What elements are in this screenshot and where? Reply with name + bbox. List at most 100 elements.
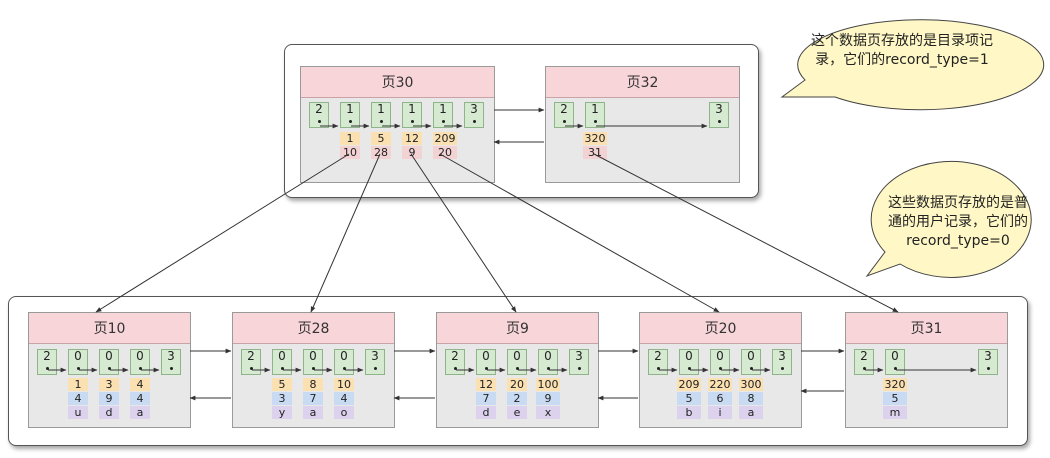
next-record-pointer: [718, 120, 721, 123]
page-number-cell: 9: [402, 146, 422, 159]
page-number-cell: 20: [433, 146, 457, 159]
callout-line: 这些数据页存放的是普: [888, 195, 1028, 211]
next-record-pointer: [578, 367, 581, 370]
record-header: 0: [747, 349, 755, 363]
record-header: 0: [513, 349, 521, 363]
column-value-cell: 4: [130, 392, 150, 405]
next-record-pointer: [343, 367, 346, 370]
page-title: 页9: [437, 313, 598, 344]
record-header: 2: [247, 349, 255, 363]
column-value-cell: 5: [883, 392, 907, 405]
directory-record: 1: [371, 102, 391, 128]
next-record-pointer: [250, 367, 253, 370]
column-value-cell: 7: [476, 392, 496, 405]
next-record-pointer: [547, 367, 550, 370]
next-record-pointer: [281, 367, 284, 370]
page-number-cell: 31: [583, 146, 607, 159]
column-value-cell: 8: [303, 378, 323, 391]
next-record-pointer: [380, 120, 383, 123]
column-value-cell: 6: [708, 392, 732, 405]
record-supremum: 3: [569, 349, 589, 375]
column-value-cell: 12: [476, 378, 496, 391]
record-header: 1: [408, 102, 416, 116]
record-header: 0: [309, 349, 317, 363]
column-value-cell: b: [677, 406, 701, 419]
callout-line: record_type=0: [906, 233, 1010, 249]
record-infimum: 2: [554, 102, 574, 128]
next-record-pointer: [781, 367, 784, 370]
next-record-pointer: [750, 367, 753, 370]
record-supremum: 3: [978, 349, 998, 375]
record-header: 0: [716, 349, 724, 363]
user-record: 0: [303, 349, 323, 375]
user-record: 0: [476, 349, 496, 375]
record-header: 0: [340, 349, 348, 363]
next-record-pointer: [139, 367, 142, 370]
record-header: 3: [984, 349, 992, 363]
callout-line: 这个数据页存放的是目录项记: [811, 33, 993, 49]
column-value-cell: 1: [68, 378, 88, 391]
column-value-cell: 5: [272, 378, 292, 391]
column-value-cell: 4: [68, 392, 88, 405]
user-record: 0: [538, 349, 558, 375]
record-header: 3: [470, 102, 478, 116]
record-header: 3: [575, 349, 583, 363]
user-record: 0: [885, 349, 905, 375]
callout-text-directory: 这个数据页存放的是目录项记 录，它们的record_type=1: [786, 32, 1018, 70]
page-number-cell: 28: [371, 146, 391, 159]
user-record: 0: [710, 349, 730, 375]
next-record-pointer: [657, 367, 660, 370]
callout-line: 录，它们的record_type=1: [815, 52, 989, 68]
min-key-cell: 1: [340, 132, 360, 145]
callout-text-leaf: 这些数据页存放的是普 通的用户记录，它们的 record_type=0: [868, 194, 1048, 251]
record-infimum: 2: [241, 349, 261, 375]
record-header: 2: [860, 349, 868, 363]
column-value-cell: d: [99, 406, 119, 419]
column-value-cell: a: [303, 406, 323, 419]
record-infimum: 2: [37, 349, 57, 375]
column-value-cell: 320: [883, 378, 907, 391]
column-value-cell: m: [883, 406, 907, 419]
user-record: 0: [741, 349, 761, 375]
next-record-pointer: [170, 367, 173, 370]
column-value-cell: x: [536, 406, 560, 419]
user-record: 0: [679, 349, 699, 375]
next-record-pointer: [318, 120, 321, 123]
next-record-pointer: [312, 367, 315, 370]
page-title: 页28: [233, 313, 394, 344]
record-header: 0: [74, 349, 82, 363]
column-value-cell: 8: [739, 392, 763, 405]
column-value-cell: 4: [334, 392, 354, 405]
column-value-cell: 20: [507, 378, 527, 391]
callout-line: 通的用户记录，它们的: [888, 214, 1028, 230]
column-value-cell: 220: [708, 378, 732, 391]
record-header: 0: [685, 349, 693, 363]
next-record-pointer: [688, 367, 691, 370]
column-value-cell: 9: [536, 392, 560, 405]
record-header: 0: [278, 349, 286, 363]
page-title: 页31: [846, 313, 1007, 344]
page-title: 页32: [546, 67, 739, 98]
next-record-pointer: [473, 120, 476, 123]
page-title: 页20: [640, 313, 801, 344]
record-header: 2: [654, 349, 662, 363]
record-header: 1: [346, 102, 354, 116]
next-record-pointer: [374, 367, 377, 370]
record-infimum: 2: [648, 349, 668, 375]
record-header: 3: [715, 102, 723, 116]
record-header: 1: [439, 102, 447, 116]
next-record-pointer: [563, 120, 566, 123]
record-infimum: 2: [309, 102, 329, 128]
column-value-cell: y: [272, 406, 292, 419]
user-record: 0: [99, 349, 119, 375]
record-infimum: 2: [445, 349, 465, 375]
record-header: 0: [482, 349, 490, 363]
next-record-pointer: [454, 367, 457, 370]
record-header: 0: [136, 349, 144, 363]
record-header: 0: [891, 349, 899, 363]
directory-record: 1: [433, 102, 453, 128]
column-value-cell: 7: [303, 392, 323, 405]
record-infimum: 2: [854, 349, 874, 375]
record-header: 2: [560, 102, 568, 116]
